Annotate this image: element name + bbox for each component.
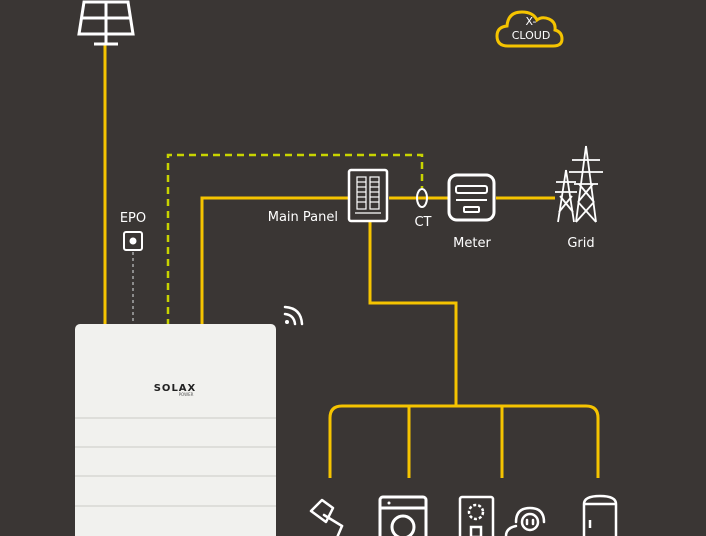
grid-tower-icon <box>555 145 603 223</box>
water-heater-icon <box>582 494 618 536</box>
inverter-brand: SOLAX <box>154 383 197 394</box>
loads-bus-line <box>328 404 600 478</box>
grid-label: Grid <box>567 236 594 251</box>
lamp-icon <box>309 498 344 536</box>
inverter-battery-unit: SOLAX POWER <box>75 324 276 536</box>
meter-label: Meter <box>453 236 491 251</box>
connection-lines <box>103 44 600 478</box>
solar-panel-icon <box>77 0 135 46</box>
inverter-brand-sub: POWER <box>179 392 194 397</box>
epo-label: EPO <box>120 211 146 226</box>
meter-icon <box>447 173 496 222</box>
cloud-label-line1: X- <box>526 15 537 28</box>
main-panel-icon <box>347 168 389 223</box>
ct-clamp-icon <box>416 188 428 208</box>
ct-comm-dashed-line <box>166 153 424 326</box>
cloud-label-line2: CLOUD <box>512 29 551 42</box>
ev-charger-icon <box>504 506 546 536</box>
appliance-icon <box>458 495 495 536</box>
epo-button-icon <box>123 231 143 251</box>
panel-to-loads-line <box>368 222 458 406</box>
cloud-icon: X- CLOUD <box>495 10 564 48</box>
ct-label: CT <box>414 215 431 230</box>
inverter-to-panel-line <box>200 196 348 326</box>
wifi-icon <box>283 305 304 326</box>
washing-machine-icon <box>378 495 428 536</box>
main-panel-label: Main Panel <box>268 210 338 225</box>
